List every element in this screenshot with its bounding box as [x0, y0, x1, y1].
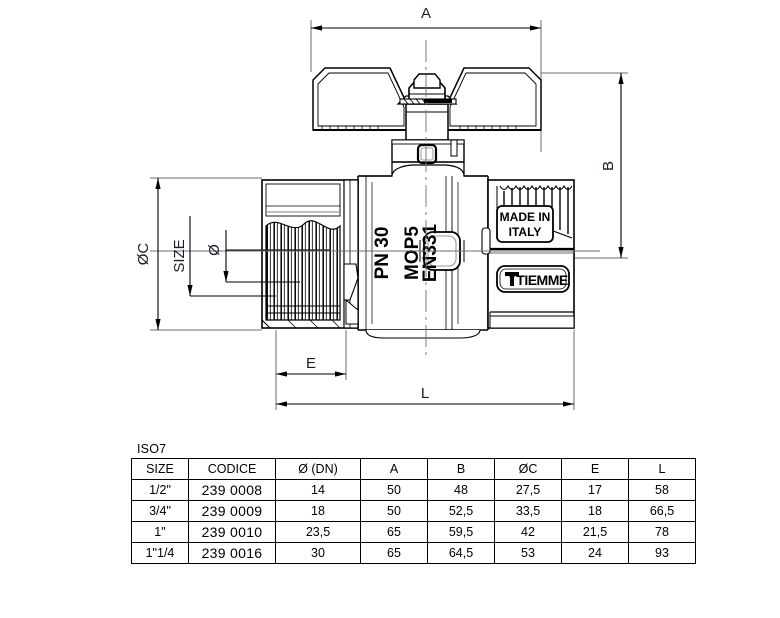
cell-size: 3/4": [131, 500, 189, 522]
header-dn: Ø (DN): [275, 458, 361, 480]
cell-dn: 30: [275, 542, 361, 564]
dimension-e: E: [275, 330, 347, 380]
table-row: 1"1/4 239 0016 30 65 64,5 53 24 93: [131, 542, 696, 564]
cell-b: 64,5: [427, 542, 495, 564]
dimension-l: L: [275, 330, 575, 410]
cell-b: 59,5: [427, 521, 495, 543]
cell-codice: 239 0016: [188, 542, 276, 564]
tiemme-logo-icon: [505, 272, 519, 286]
dimension-size: SIZE: [171, 216, 276, 297]
cell-oc: 27,5: [494, 479, 562, 501]
cell-a: 65: [360, 521, 428, 543]
dimension-e-label: E: [306, 355, 316, 372]
marking-mop: MOP5: [402, 226, 423, 280]
cell-e: 24: [561, 542, 629, 564]
cell-codice: 239 0009: [188, 500, 276, 522]
header-l: L: [628, 458, 696, 480]
cell-oc: 42: [494, 521, 562, 543]
dimension-oc-label: ØC: [135, 243, 152, 266]
cell-oc: 33,5: [494, 500, 562, 522]
table-row: 3/4" 239 0009 18 50 52,5 33,5 18 66,5: [131, 500, 696, 522]
table-row: 1" 239 0010 23,5 65 59,5 42 21,5 78: [131, 521, 696, 543]
header-e: E: [561, 458, 629, 480]
cell-e: 21,5: [561, 521, 629, 543]
valve-body: MADE IN ITALY TIEMME PN 30 MOP5 EN331: [150, 40, 600, 360]
cell-dn: 23,5: [275, 521, 361, 543]
made-in-line2: ITALY: [509, 225, 542, 239]
table-header-row: SIZE CODICE Ø (DN) A B ØC E L: [131, 458, 696, 480]
dimension-dia-label: Ø: [206, 244, 223, 256]
table-row: 1/2" 239 0008 14 50 48 27,5 17 58: [131, 479, 696, 501]
cell-dn: 18: [275, 500, 361, 522]
cell-l: 66,5: [628, 500, 696, 522]
cell-a: 50: [360, 500, 428, 522]
cell-codice: 239 0010: [188, 521, 276, 543]
cell-l: 58: [628, 479, 696, 501]
cell-l: 93: [628, 542, 696, 564]
header-b: B: [427, 458, 495, 480]
header-a: A: [360, 458, 428, 480]
made-in-italy-badge: [496, 205, 554, 243]
cell-e: 18: [561, 500, 629, 522]
header-codice: CODICE: [188, 458, 276, 480]
dimension-size-label: SIZE: [171, 239, 188, 272]
cell-codice: 239 0008: [188, 479, 276, 501]
cell-a: 65: [360, 542, 428, 564]
cell-dn: 14: [275, 479, 361, 501]
made-in-line1: MADE IN: [500, 210, 551, 224]
cell-size: 1": [131, 521, 189, 543]
specification-table: SIZE CODICE Ø (DN) A B ØC E L 1/2" 239 0…: [131, 458, 696, 564]
cell-size: 1"1/4: [131, 542, 189, 564]
cell-b: 48: [427, 479, 495, 501]
marking-pn: PN 30: [372, 227, 393, 280]
dimension-b: B: [541, 72, 628, 259]
cell-a: 50: [360, 479, 428, 501]
cell-l: 78: [628, 521, 696, 543]
cell-size: 1/2": [131, 479, 189, 501]
standard-label: ISO7: [137, 442, 167, 456]
tiemme-brand-text: TIEMME: [516, 272, 568, 288]
dimension-dia: Ø: [206, 230, 330, 283]
cell-oc: 53: [494, 542, 562, 564]
dimension-b-label: B: [600, 161, 617, 171]
cell-b: 52,5: [427, 500, 495, 522]
dimension-oc: ØC: [135, 177, 262, 331]
header-size: SIZE: [131, 458, 189, 480]
cell-e: 17: [561, 479, 629, 501]
butterfly-handle: [312, 67, 542, 165]
header-oc: ØC: [494, 458, 562, 480]
marking-en: EN331: [420, 224, 441, 283]
dimension-a-label: A: [421, 5, 431, 22]
dimension-l-label: L: [421, 385, 429, 402]
